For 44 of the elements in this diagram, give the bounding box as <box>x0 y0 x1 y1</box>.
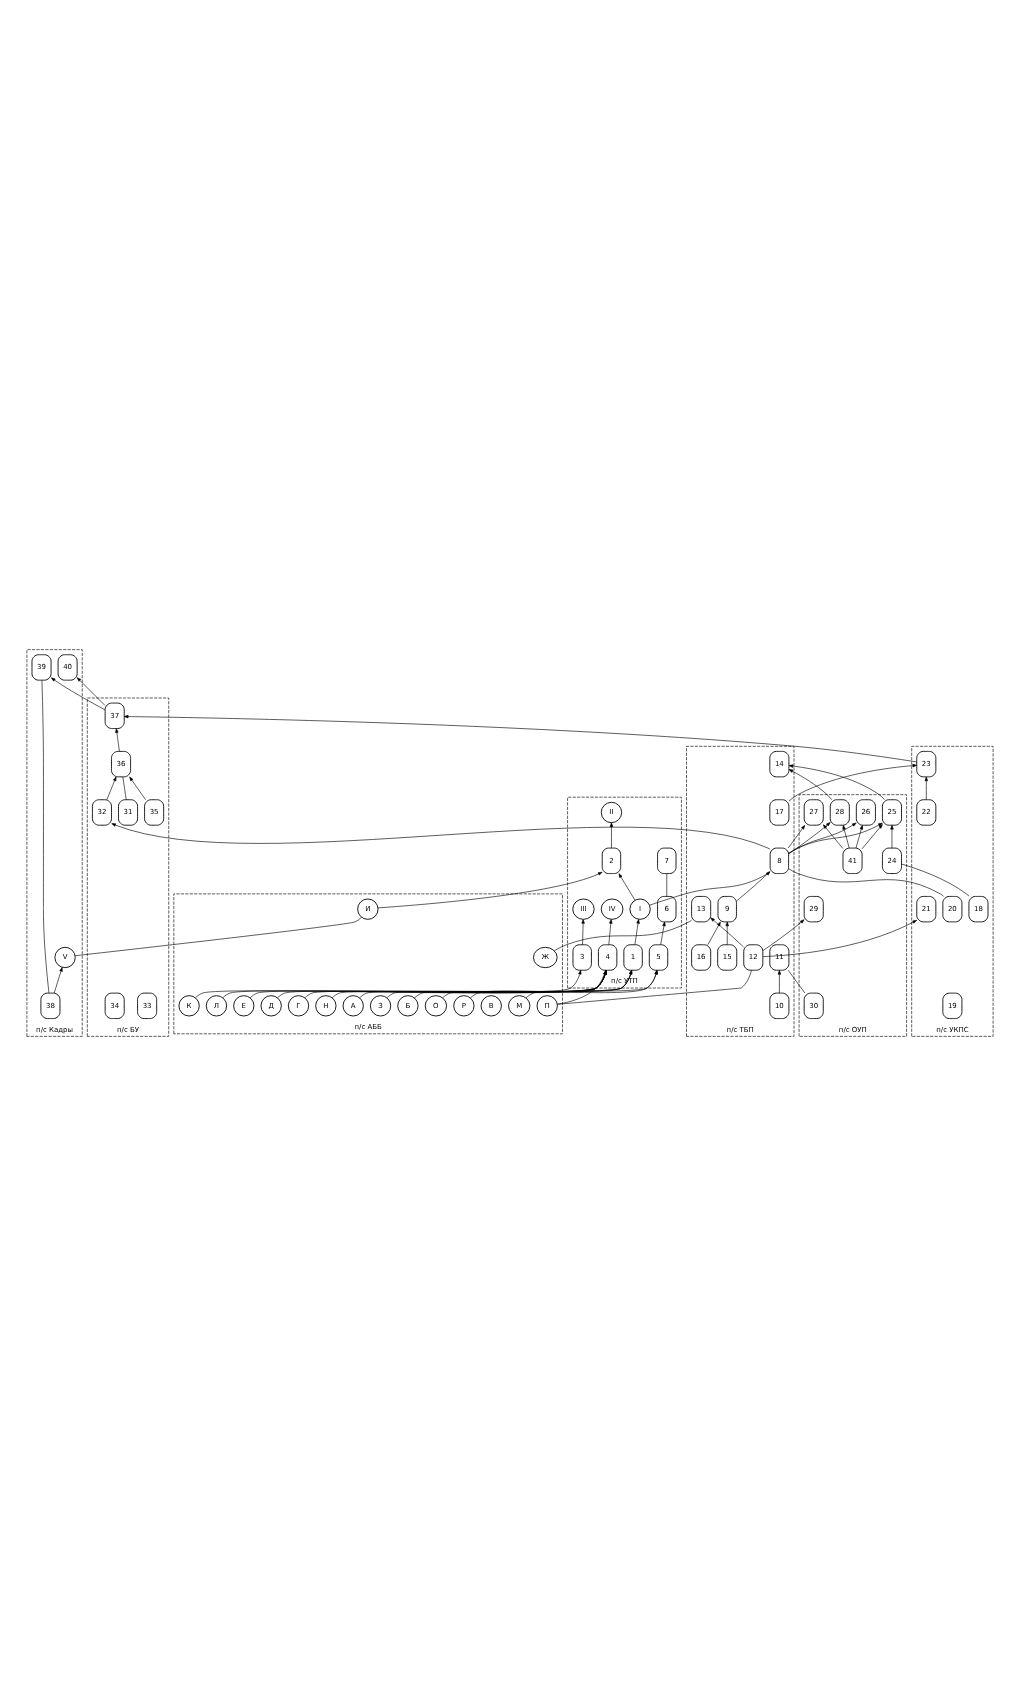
arrow <box>822 823 843 848</box>
arrow <box>761 919 916 956</box>
arrow <box>608 821 613 848</box>
arrow <box>706 920 720 945</box>
arrow <box>787 768 832 800</box>
arrow <box>841 824 849 848</box>
arrow <box>761 918 804 950</box>
arrow <box>889 824 893 848</box>
arrow <box>633 918 639 945</box>
arrow <box>75 676 105 705</box>
connector <box>648 870 770 905</box>
arrow <box>128 775 145 800</box>
arrow <box>659 920 665 945</box>
arrow <box>110 822 770 849</box>
arrow <box>776 969 781 993</box>
arrow <box>787 763 884 799</box>
connector <box>787 969 805 993</box>
arrow <box>607 918 612 945</box>
arrow <box>735 870 770 901</box>
arrow <box>52 966 62 993</box>
arrow <box>105 775 116 800</box>
arrow <box>854 824 862 848</box>
arrow <box>724 920 728 945</box>
connector <box>121 775 126 800</box>
arrow <box>787 821 856 853</box>
arrow <box>709 916 743 947</box>
connector <box>900 862 969 896</box>
arrow <box>580 918 584 945</box>
arrow <box>114 727 119 751</box>
arrow <box>860 823 882 849</box>
arrow <box>50 676 105 710</box>
arrow <box>617 872 635 900</box>
arrow <box>123 713 916 762</box>
connector <box>556 968 605 1004</box>
connector <box>73 916 361 956</box>
arrow <box>787 821 882 853</box>
arrow <box>923 775 927 800</box>
connector <box>787 867 943 896</box>
arrow <box>787 821 830 854</box>
arrow <box>786 824 805 848</box>
arrow <box>376 870 602 908</box>
connector <box>553 919 691 951</box>
connector <box>665 872 667 896</box>
arrow <box>787 762 916 801</box>
